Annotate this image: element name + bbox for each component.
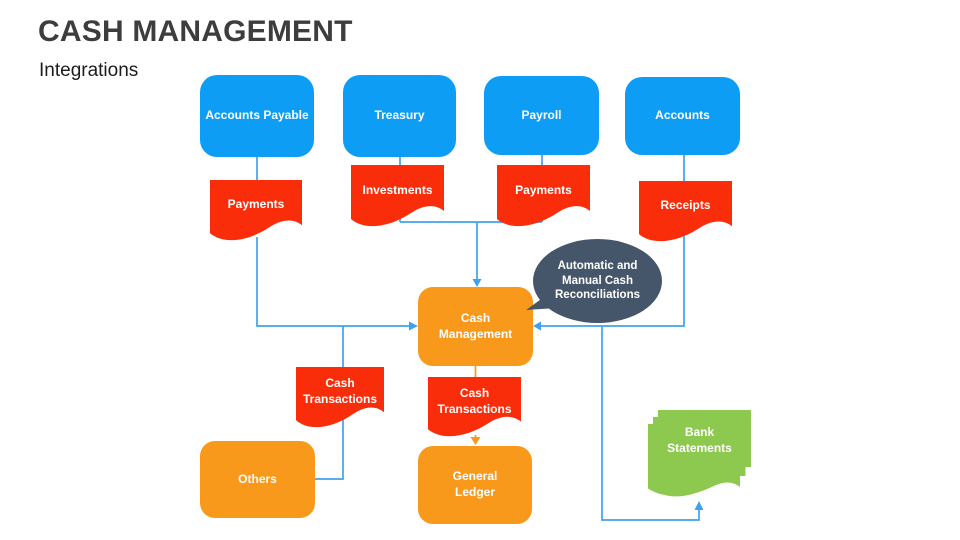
node-cash-management: Cash Management xyxy=(418,287,533,366)
node-payments-payroll: Payments xyxy=(497,165,590,228)
node-general-ledger: General Ledger xyxy=(418,446,532,524)
node-treasury: Treasury xyxy=(343,75,456,157)
node-payments-payroll-label: Payments xyxy=(515,182,572,197)
connector-payments-cm xyxy=(256,237,410,327)
document-shape xyxy=(210,180,302,241)
node-payments-ap-label: Payments xyxy=(227,197,285,212)
node-others-label: Others xyxy=(238,471,277,486)
arrowhead-into-cm-top xyxy=(472,279,482,287)
multidocument-shape xyxy=(648,410,751,497)
document-shape xyxy=(351,165,444,227)
node-cash-transactions-center: Cash Transactions xyxy=(428,377,521,438)
node-investments: Investments xyxy=(351,165,444,228)
node-bank-statements-label: Bank Statements xyxy=(667,425,732,455)
node-accounts-payable-label: Accounts Payable xyxy=(205,108,309,123)
document-shape xyxy=(497,165,590,227)
node-payroll-label: Payroll xyxy=(521,107,562,122)
connector-bank-statements xyxy=(601,326,700,521)
node-receipts-label: Receipts xyxy=(660,198,711,213)
node-accounts-payable: Accounts Payable xyxy=(200,75,314,157)
node-treasury-label: Treasury xyxy=(374,108,425,123)
arrowhead-into-cm-left xyxy=(409,321,418,331)
arrowhead-into-bank-statements xyxy=(694,501,704,510)
document-shape xyxy=(296,367,384,428)
node-others: Others xyxy=(200,441,315,518)
node-accounts-label: Accounts xyxy=(655,108,710,123)
arrowhead-into-cm-right xyxy=(533,321,541,331)
node-cash-transactions-left-label: Cash Transactions xyxy=(302,376,378,406)
document-shape xyxy=(639,181,732,242)
node-investments-label: Investments xyxy=(362,182,433,197)
document-shape xyxy=(428,377,521,437)
arrowhead-into-general-ledger xyxy=(470,437,481,445)
page-title: CASH MANAGEMENT xyxy=(38,15,353,48)
callout-reconciliations: Automatic and Manual Cash Reconciliation… xyxy=(533,239,662,323)
node-payments-ap: Payments xyxy=(210,180,302,242)
node-accounts: Accounts xyxy=(625,77,740,155)
node-cash-transactions-center-label: Cash Transactions xyxy=(437,385,512,416)
node-cash-management-label: Cash Management xyxy=(438,310,513,341)
node-payroll: Payroll xyxy=(484,76,599,155)
page-subtitle: Integrations xyxy=(39,60,139,81)
node-general-ledger-label: General Ledger xyxy=(452,469,498,499)
node-receipts: Receipts xyxy=(639,181,732,243)
node-cash-transactions-left: Cash Transactions xyxy=(296,367,384,429)
callout-reconciliations-label: Automatic and Manual Cash Reconciliation… xyxy=(555,259,640,302)
node-bank-statements: Bank Statements xyxy=(648,410,751,498)
